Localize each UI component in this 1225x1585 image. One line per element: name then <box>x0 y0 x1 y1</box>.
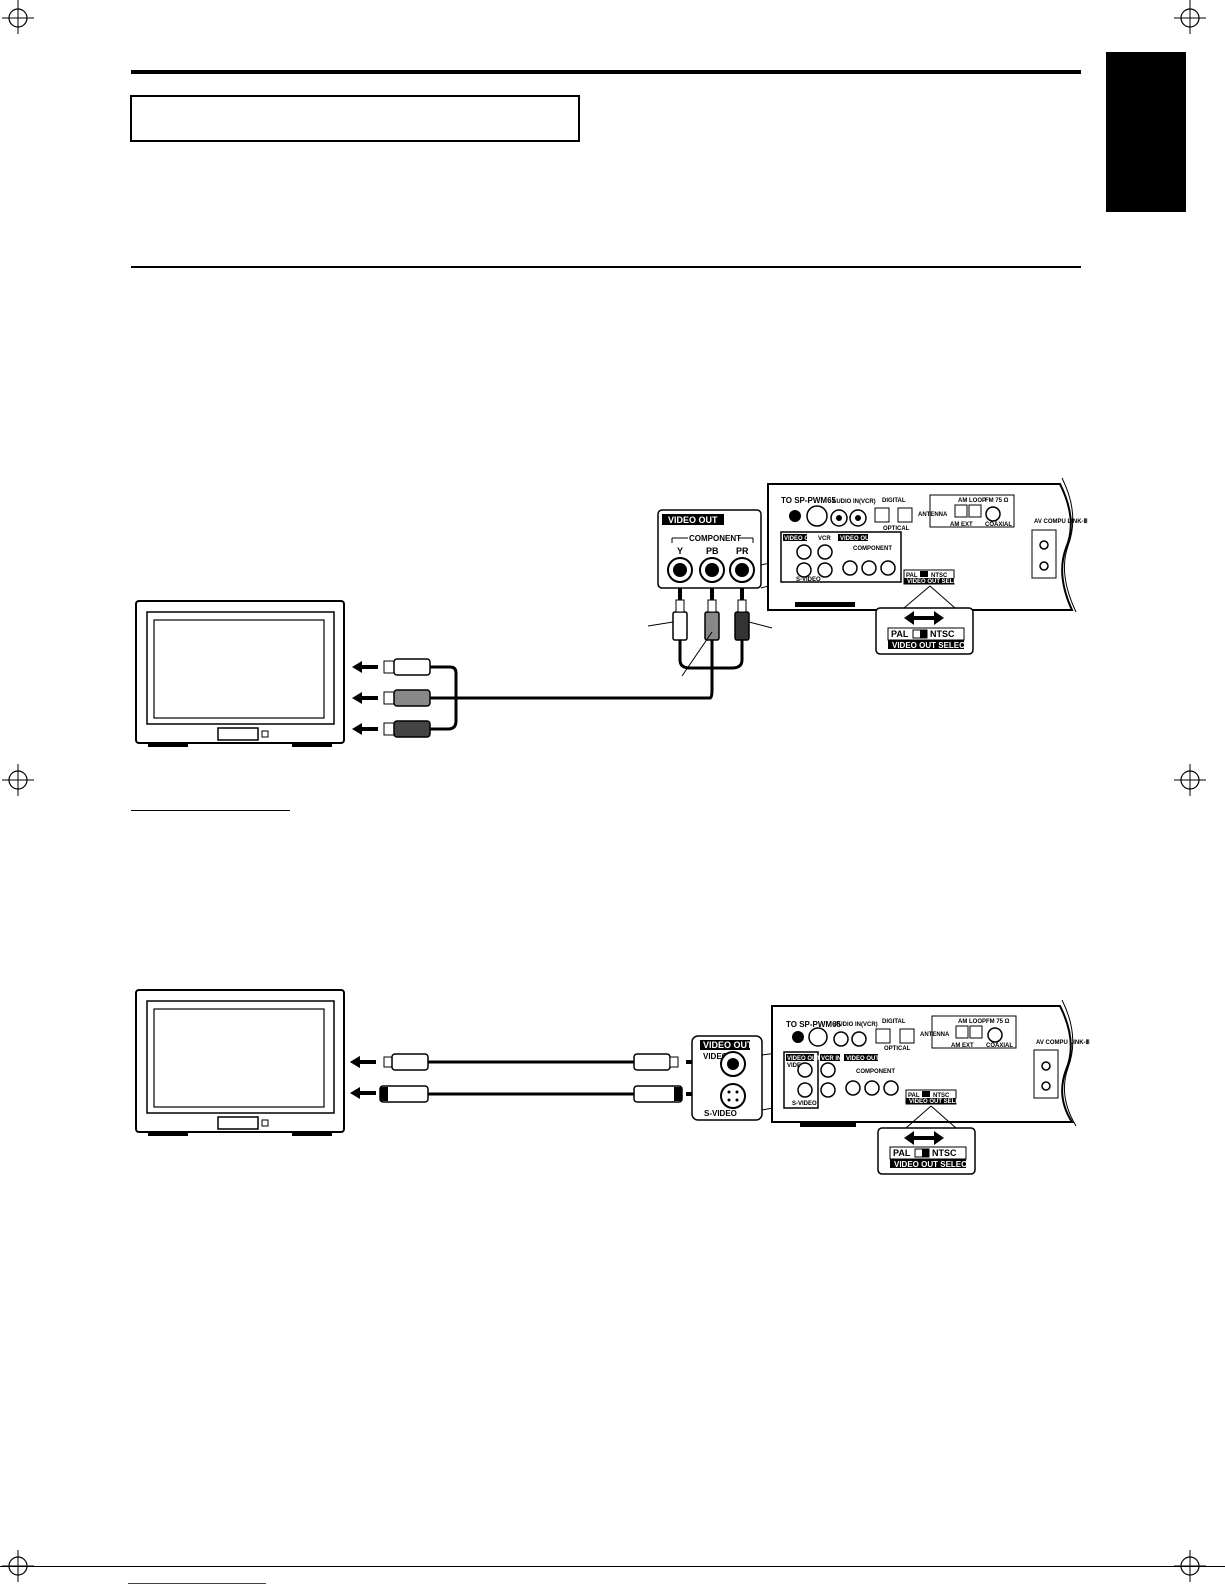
component-plugs-unit <box>647 599 773 677</box>
switch-pal-label: PAL <box>891 629 909 639</box>
panel-video-out-label: VIDEO OUT <box>784 536 817 542</box>
registration-mark-top-left <box>1 1 35 35</box>
switch-caption-label: VIDEO OUT SELECT <box>892 641 970 650</box>
registration-mark-mid-left <box>1 763 35 797</box>
jack-pb-label: PB <box>706 546 719 556</box>
video-out-zoom-panel: VIDEO OUT COMPONENT Y PB PR <box>657 509 833 589</box>
video-out-select-switch-1: PAL NTSC VIDEO OUT SELECT <box>875 585 974 655</box>
panel-video-label-2: VIDEO <box>787 1063 806 1069</box>
small-switch-ntsc-2: NTSC <box>933 1093 950 1099</box>
panel-video-out-label-2: VIDEO OUT <box>787 1056 820 1062</box>
antenna-label-2: ANTENNA <box>920 1032 950 1038</box>
tv-illustration-2 <box>135 989 345 1136</box>
footer-rule <box>0 1566 1225 1567</box>
video-cable <box>383 1053 679 1071</box>
optical-label-2: OPTICAL <box>884 1046 911 1052</box>
audio-in-label: AUDIO IN(VCR) <box>832 499 876 505</box>
switch-caption-label-2: VIDEO OUT SELECT <box>894 1160 972 1169</box>
av-compu-label-2: AV COMPU LINK-Ⅲ <box>1036 1039 1090 1046</box>
panel-svideo-label: S-VIDEO <box>796 577 821 583</box>
header-rule <box>131 70 1081 74</box>
registration-mark-mid-right <box>1173 763 1207 797</box>
panel-svideo-label-2: S-VIDEO <box>792 1101 817 1107</box>
footer-link[interactable] <box>128 1583 266 1584</box>
antenna-label: ANTENNA <box>918 512 948 518</box>
panel-video-out-2b-label: VIDEO OUT <box>846 1056 879 1062</box>
component-plugs-tv <box>383 658 431 738</box>
small-switch-ntsc: NTSC <box>931 573 948 579</box>
section-rule <box>131 266 1081 268</box>
tv-illustration-1 <box>135 600 345 747</box>
am-loop-label: AM LOOP <box>958 498 986 504</box>
signal-arrows-1 <box>352 661 378 735</box>
optical-label: OPTICAL <box>883 526 910 532</box>
language-tab <box>1106 52 1186 212</box>
video-out-label: VIDEO OUT <box>668 515 718 525</box>
component-cable <box>430 640 744 731</box>
panel-component-label-2: COMPONENT <box>856 1069 895 1075</box>
svideo-cable <box>379 1085 683 1103</box>
fm-label: FM 75 Ω <box>985 498 1009 504</box>
to-sp-label: TO SP-PWM65 <box>781 496 837 505</box>
fm-label-2: FM 75 Ω <box>986 1019 1010 1025</box>
audio-in-label-2: AUDIO IN(VCR) <box>834 1022 878 1028</box>
registration-mark-bottom-right <box>1173 1549 1207 1583</box>
note-underline <box>131 810 290 811</box>
coaxial-label-2: COAXIAL <box>986 1043 1013 1049</box>
digital-label: DIGITAL <box>882 498 906 504</box>
component-label: COMPONENT <box>689 534 741 543</box>
signal-arrows-2 <box>350 1056 376 1099</box>
section-title-box <box>130 95 580 142</box>
switch-ntsc-label: NTSC <box>930 629 955 639</box>
to-sp-label-2: TO SP-PWM65 <box>786 1020 842 1029</box>
am-loop-label-2: AM LOOP <box>958 1019 986 1025</box>
panel-component-label: COMPONENT <box>853 546 892 552</box>
switch-ntsc-label-2: NTSC <box>932 1148 957 1158</box>
registration-mark-bottom-left <box>1 1549 35 1583</box>
rear-panel-2: TO SP-PWM65 AUDIO IN(VCR) DIGITAL OPTICA… <box>771 999 1090 1127</box>
av-compu-label: AV COMPU LINK-Ⅲ <box>1034 518 1088 525</box>
panel-vcr-label: VCR <box>818 536 831 542</box>
jack-y-label: Y <box>677 546 683 556</box>
digital-label-2: DIGITAL <box>882 1019 906 1025</box>
panel-vcr-in-label: VCR IN <box>821 1056 841 1062</box>
registration-mark-top-right <box>1173 1 1207 35</box>
video-svideo-zoom-panel: VIDEO OUT VIDEO S-VIDEO <box>691 1035 785 1121</box>
switch-pal-label-2: PAL <box>893 1148 911 1158</box>
am-ext-label-2: AM EXT <box>951 1043 974 1049</box>
am-ext-label: AM EXT <box>950 522 973 528</box>
jack-pr-label: PR <box>736 546 749 556</box>
video-label: VIDEO <box>703 1052 728 1061</box>
small-switch-caption: VIDEO OUT SELECT <box>907 579 966 585</box>
coaxial-label: COAXIAL <box>985 522 1012 528</box>
small-switch-pal-2: PAL <box>908 1093 920 1099</box>
small-switch-caption-2: VIDEO OUT SELECT <box>909 1099 968 1105</box>
video-out-label-2: VIDEO OUT <box>703 1040 753 1050</box>
svideo-label: S-VIDEO <box>704 1109 737 1118</box>
panel-video-out-2-label: VIDEO OUT <box>840 536 873 542</box>
video-out-select-switch-2: PAL NTSC VIDEO OUT SELECT <box>877 1105 976 1175</box>
small-switch-pal: PAL <box>906 573 918 579</box>
rear-panel-1: TO SP-PWM65 AUDIO IN(VCR) DIGITAL OPTICA… <box>767 477 1088 613</box>
